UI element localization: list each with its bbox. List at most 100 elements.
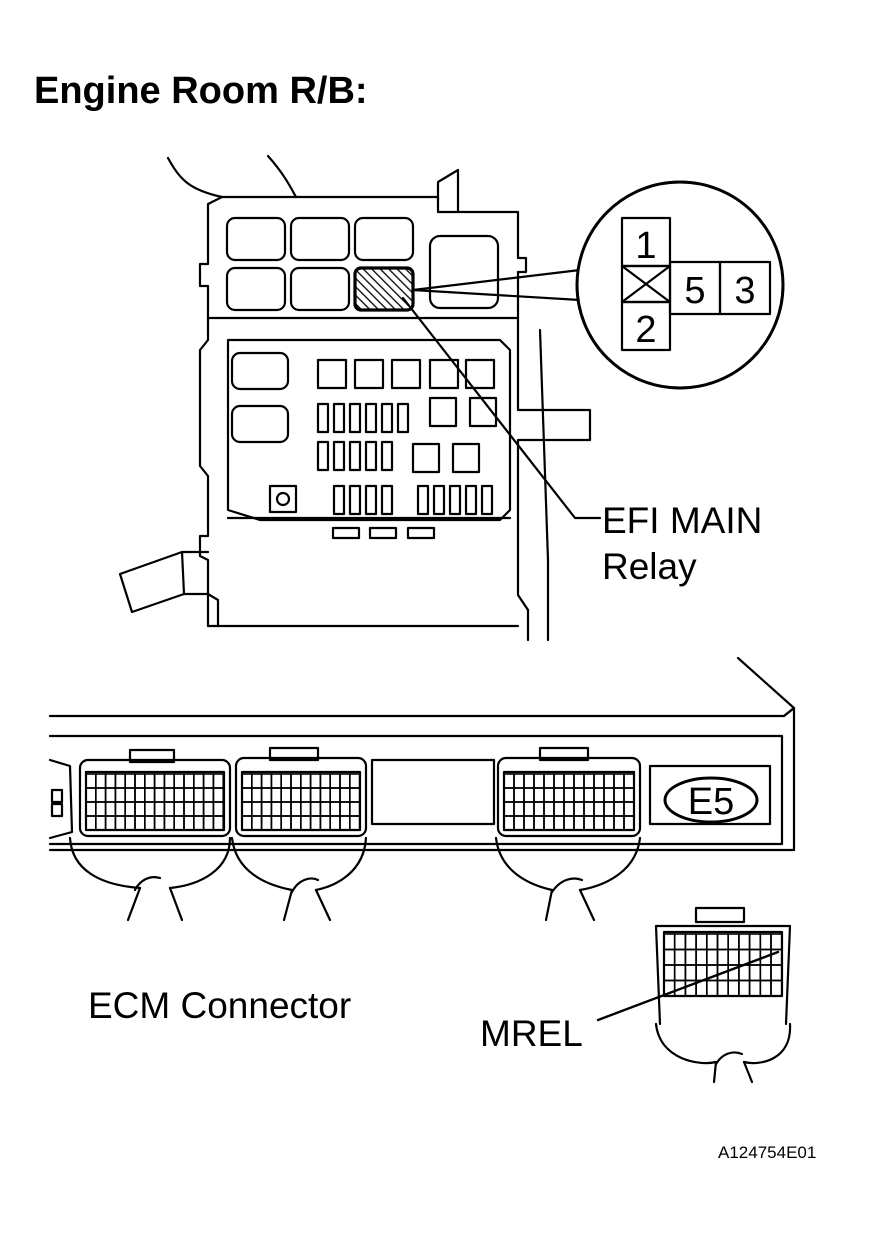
connector-pin-cell [309, 801, 322, 817]
connector-pin-cell [503, 787, 515, 803]
connector-pin-cell [513, 801, 525, 817]
connector-pin-cell [770, 964, 783, 982]
connector-pin-cell [603, 787, 615, 803]
connector-pin-cell [727, 948, 740, 966]
relay-pin-2: 2 [635, 309, 656, 351]
connector-pin-cell [523, 787, 535, 803]
connector-pin-cell [543, 801, 555, 817]
connector-pin-cell [613, 801, 625, 817]
connector-pin-cell [260, 773, 273, 789]
connector-pin-cell [212, 815, 224, 831]
ecm-connector-label: ECM Connector [88, 985, 352, 1026]
connector-pin-cell [748, 933, 762, 951]
connector-pin-cell [533, 773, 545, 789]
connector-pin-cell [695, 933, 708, 951]
connector-pin-cell [134, 801, 146, 817]
connector-pin-cell [319, 773, 331, 789]
connector-pin-cell [583, 801, 595, 817]
connector-pin-cell [583, 773, 595, 789]
connector-pin-cell [173, 787, 185, 803]
connector-pin-cell [543, 787, 555, 803]
connector-pin-cell [202, 773, 215, 789]
connector-pin-cell [563, 773, 575, 789]
connector-pin-cell [523, 801, 535, 817]
connector-pin-cell [593, 773, 605, 789]
connector-pin-cell [290, 773, 302, 789]
connector-pin-cell [212, 801, 224, 817]
connector-pin-cell [124, 773, 136, 789]
relay-pin-callout [575, 180, 785, 390]
connector-pin-cell [543, 815, 555, 831]
efi-main-relay-label: EFI MAIN Relay [602, 498, 762, 590]
connector-pin-cell [163, 801, 175, 817]
connector-pin-cell [695, 964, 708, 982]
connector-pin-cell [573, 801, 585, 817]
connector-pin-cell [124, 815, 136, 831]
connector-pin-cell [339, 787, 351, 803]
mrel-leader [596, 950, 780, 1022]
connector-pin-cell [260, 787, 273, 803]
connector-pin-cell [104, 801, 117, 817]
connector-pin-cell [193, 815, 205, 831]
connector-pin-cell [593, 815, 605, 831]
connector-pin-cell [573, 787, 585, 803]
connector-pin-cell [144, 773, 156, 789]
connector-pin-cell [114, 787, 127, 803]
connector-pin-grids [85, 773, 783, 997]
connector-pin-cell [738, 933, 751, 951]
connector-pin-cell [251, 773, 263, 789]
connector-pin-cell [270, 773, 282, 789]
connector-pin-cell [193, 787, 205, 803]
connector-pin-cell [770, 933, 783, 951]
connector-pin-cell [623, 801, 635, 817]
connector-pin-cell [673, 948, 687, 966]
connector-pin-cell [673, 933, 687, 951]
connector-pin-cell [270, 815, 282, 831]
ecm-unit [48, 656, 796, 852]
connector-pin-cell [553, 801, 565, 817]
connector-pin-cell [623, 773, 635, 789]
connector-pin-cell [163, 787, 175, 803]
connector-pin-cell [543, 773, 555, 789]
connector-pin-cell [270, 801, 282, 817]
connector-pin-cell [290, 787, 302, 803]
connector-pin-cell [759, 979, 772, 997]
connector-pin-cell [523, 773, 535, 789]
connector-pin-cell [684, 964, 697, 982]
connector-pin-cell [309, 773, 322, 789]
connector-pin-cell [153, 815, 166, 831]
connector-pin-cell [533, 815, 545, 831]
connector-pin-cell [593, 787, 605, 803]
connector-pin-cell [748, 979, 762, 997]
connector-pin-cell [583, 815, 595, 831]
connector-pin-cell [613, 787, 625, 803]
connector-pin-cell [319, 801, 331, 817]
connector-pin-cell [183, 801, 195, 817]
connector-pin-cell [95, 787, 107, 803]
connector-pin-cell [573, 773, 585, 789]
connector-pin-cell [727, 979, 740, 997]
connector-pin-cell [329, 787, 341, 803]
connector-pin-cell [563, 815, 575, 831]
connector-pin-cell [623, 787, 635, 803]
connector-pin-cell [593, 801, 605, 817]
relay-pin-5: 5 [684, 270, 705, 312]
connector-pin-cell [299, 815, 312, 831]
ecm-connector-3 [496, 746, 642, 838]
connector-pin-cell [144, 787, 156, 803]
connector-pin-cell [663, 964, 676, 982]
connector-pin-cell [759, 933, 772, 951]
connector-pin-cell [144, 801, 156, 817]
connector-pin-cell [85, 801, 97, 817]
connector-pin-cell [513, 773, 525, 789]
connector-pin-cell [309, 787, 322, 803]
connector-pin-cell [716, 979, 729, 997]
connector-pin-cell [738, 979, 751, 997]
efi-main-label-line1: EFI MAIN [602, 500, 763, 541]
relay-pin-3: 3 [734, 270, 755, 312]
connector-pin-cell [280, 801, 292, 817]
connector-pin-cell [153, 801, 166, 817]
connector-pin-cell [202, 801, 215, 817]
connector-pin-cell [173, 801, 185, 817]
mrel-label: MREL [480, 1013, 583, 1054]
